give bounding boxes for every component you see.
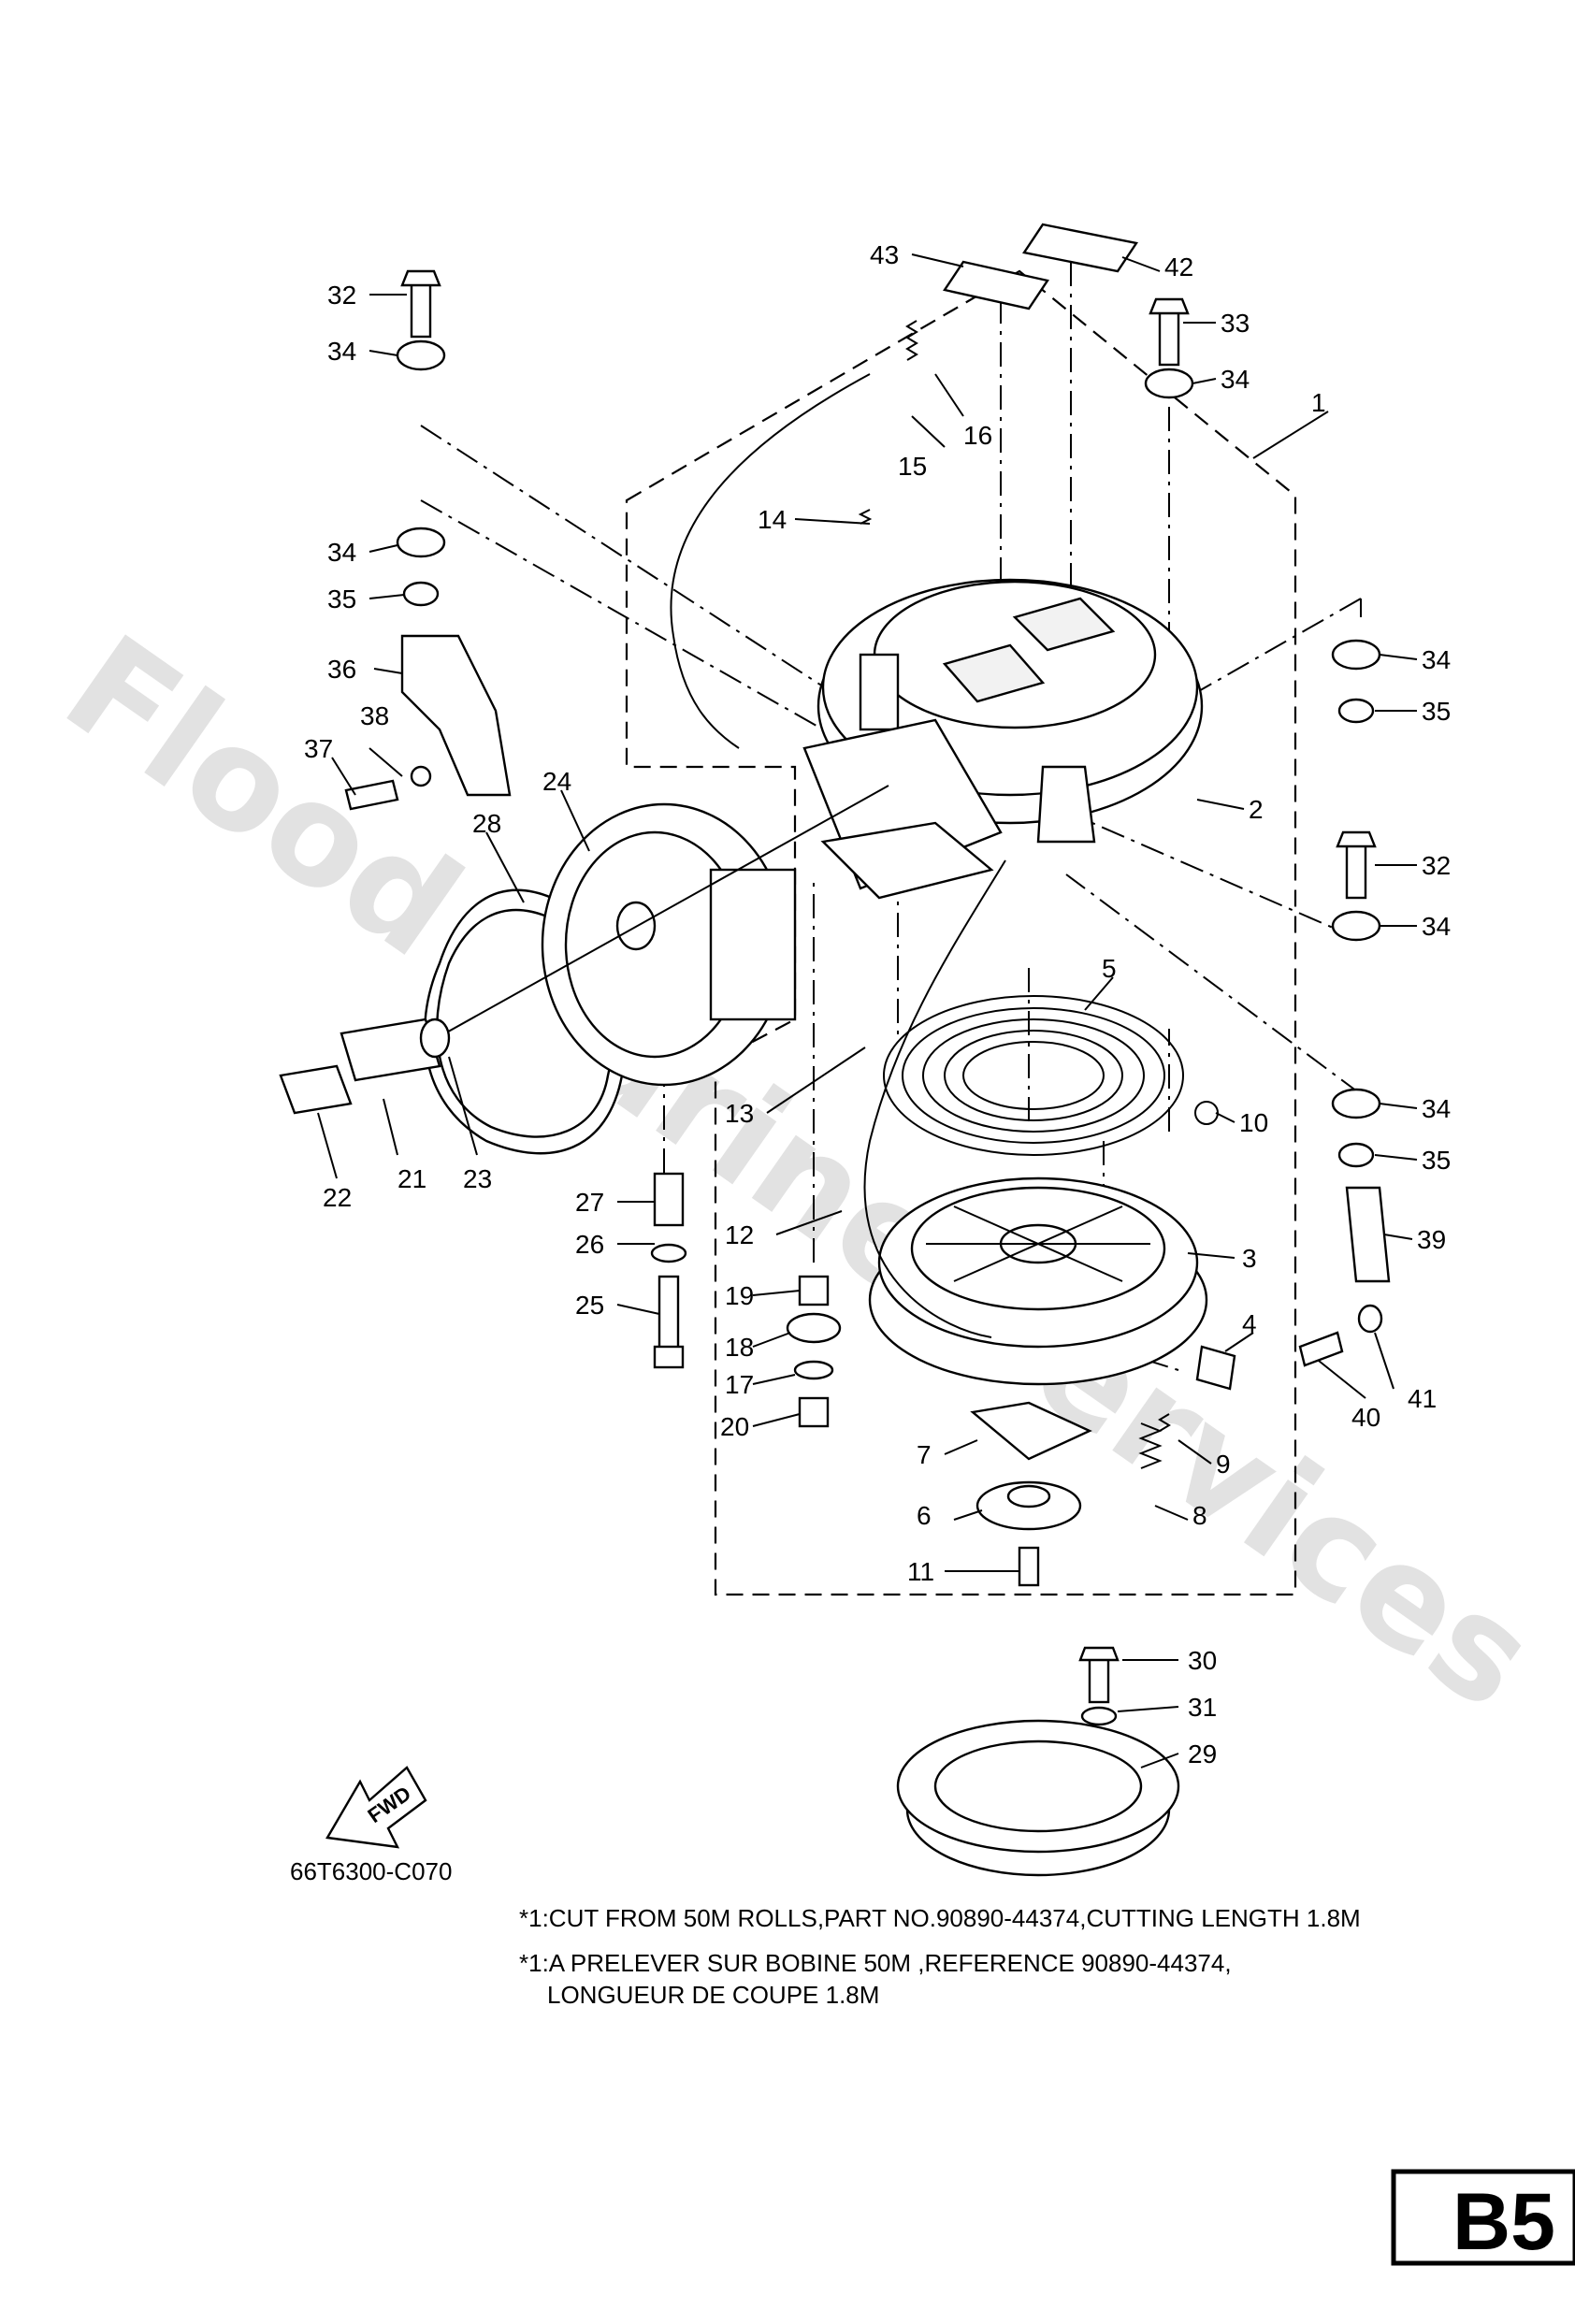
callout-34-d: 34 <box>1422 645 1451 674</box>
callout-29: 29 <box>1188 1739 1217 1768</box>
callout-8: 8 <box>1192 1501 1207 1530</box>
callout-32-right: 32 <box>1422 851 1451 880</box>
callout-34-e: 34 <box>1422 912 1451 941</box>
callout-16: 16 <box>963 421 992 450</box>
callout-19: 19 <box>725 1281 754 1310</box>
callout-35-c: 35 <box>1422 1146 1451 1175</box>
callout-leaders <box>317 253 1418 1768</box>
callout-17: 17 <box>725 1370 754 1399</box>
callout-10: 10 <box>1239 1108 1268 1137</box>
sheave-drum <box>868 1176 1208 1386</box>
callout-38: 38 <box>360 701 389 730</box>
callout-5: 5 <box>1102 954 1117 983</box>
callout-35-a: 35 <box>327 585 356 613</box>
callout-15: 15 <box>898 452 927 481</box>
callout-25: 25 <box>575 1291 604 1320</box>
callout-33: 33 <box>1221 309 1250 338</box>
callout-4: 4 <box>1242 1309 1257 1338</box>
callout-1: 1 <box>1311 388 1326 417</box>
callout-32-left: 32 <box>327 281 356 310</box>
page-badge: B5 <box>1391 2169 1575 2267</box>
callout-14: 14 <box>758 505 787 534</box>
callout-27: 27 <box>575 1188 604 1217</box>
callout-34-b: 34 <box>1221 365 1250 394</box>
callout-30: 30 <box>1188 1646 1217 1675</box>
callout-13: 13 <box>725 1099 754 1128</box>
callout-21: 21 <box>397 1164 426 1193</box>
callout-22: 22 <box>323 1183 352 1212</box>
fwd-arrow: FWD <box>325 1766 427 1849</box>
watermark: Flood Marine Services <box>36 605 1562 1741</box>
starter-rope <box>863 859 1006 1338</box>
callout-7: 7 <box>917 1440 932 1469</box>
callout-39: 39 <box>1417 1225 1446 1254</box>
callout-2: 2 <box>1249 795 1264 824</box>
callout-11: 11 <box>907 1557 934 1586</box>
callout-34-c: 34 <box>327 538 356 567</box>
callout-40: 40 <box>1351 1403 1380 1432</box>
starter-handle-assembly <box>279 785 889 1155</box>
callout-41: 41 <box>1408 1384 1437 1413</box>
callout-43: 43 <box>870 240 899 269</box>
assembly-lines <box>420 262 1362 1371</box>
recoil-spring <box>883 995 1184 1156</box>
callout-26: 26 <box>575 1230 604 1259</box>
callout-34-a: 34 <box>327 337 356 366</box>
callout-36: 36 <box>327 655 356 684</box>
callout-35-b: 35 <box>1422 697 1451 726</box>
callout-20: 20 <box>720 1412 749 1441</box>
upper-parts <box>670 223 1138 749</box>
callout-24: 24 <box>542 767 571 796</box>
right-side-parts <box>1144 297 1391 1367</box>
callout-42: 42 <box>1164 253 1193 281</box>
bracket-parts <box>344 269 512 811</box>
recoil-housing <box>802 578 1204 900</box>
footnote-fr-line2: LONGUEUR DE COUPE 1.8M <box>547 1981 879 2009</box>
lower-small-parts <box>970 1101 1236 1587</box>
left-lower-parts <box>650 1172 842 1428</box>
callout-6: 6 <box>917 1501 932 1530</box>
callout-37: 37 <box>304 734 333 763</box>
cover-ring <box>896 1646 1180 1877</box>
page-badge-label: B5 <box>1452 2177 1555 2267</box>
callout-31: 31 <box>1188 1693 1217 1722</box>
callout-labels: 1 2 3 4 5 6 7 8 9 10 11 12 13 14 15 16 1… <box>304 240 1451 1768</box>
footnote-en: *1:CUT FROM 50M ROLLS,PART NO.90890-4437… <box>519 1904 1361 1932</box>
callout-12: 12 <box>725 1220 754 1249</box>
callout-28: 28 <box>472 809 501 838</box>
callout-23: 23 <box>463 1164 492 1193</box>
callout-3: 3 <box>1242 1244 1257 1273</box>
footnote-fr-line1: *1:A PRELEVER SUR BOBINE 50M ,REFERENCE … <box>519 1949 1232 1977</box>
callout-18: 18 <box>725 1333 754 1362</box>
diagram-code: 66T6300-C070 <box>290 1857 452 1885</box>
callout-9: 9 <box>1216 1450 1231 1479</box>
callout-34-f: 34 <box>1422 1094 1451 1123</box>
